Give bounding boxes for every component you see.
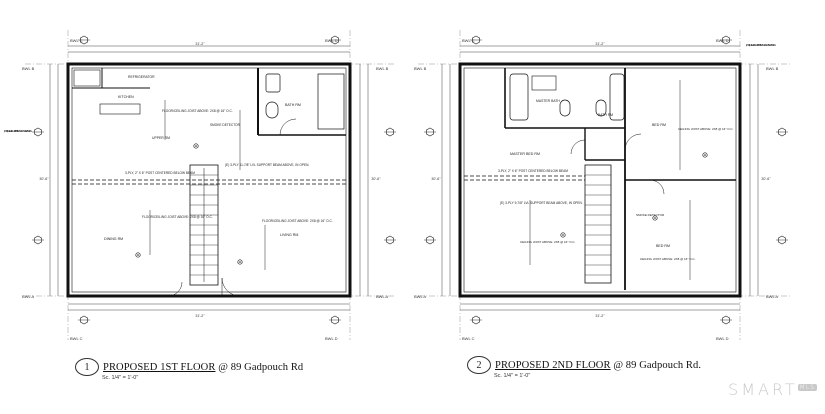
logo-text: SMART (728, 380, 798, 399)
label-living-rm: LIVING RM (280, 233, 298, 237)
label-bath-rm-2: BATH RM (598, 113, 613, 117)
grid-bwl-a-right-2: BWL A (766, 294, 778, 299)
dim-top-2: 31'-2" (595, 42, 605, 46)
grid-bwl-c-bottom: BWL C (70, 336, 83, 341)
grid-bwl-c-bottom-2: BWL C (462, 336, 475, 341)
label-kitchen: KITCHEN (118, 95, 134, 99)
logo-badge: MLS (797, 383, 817, 391)
dim-bottom: 31'-2" (195, 314, 205, 318)
note-wall-panels-left: (WC) FULL HEIGHT 24" W/ BRACED WALL PANE… (4, 129, 32, 133)
note-smoke-detector-2: SMOKE DETECTOR (636, 213, 665, 217)
plan-title-2-main: PROPOSED 2ND FLOOR (495, 359, 611, 371)
plan-number-1: 1 (75, 358, 99, 376)
grid-bwl-a-left: BWL A (22, 294, 34, 299)
note-post: 3-PLY, 2" X 6" POST CENTERED BELOW BEAM (125, 171, 195, 175)
plan-1st-floor: BWL C BWL D BWL B BWL B BWL A BWL A BWL … (4, 30, 397, 341)
grid-bwl-c-top: BWL C (70, 38, 83, 43)
note-joist-living: FLOOR/CEILING JOIST ABOVE: 2X8 @ 16" O.C… (262, 219, 333, 223)
note-ceiling-joist-1: CEILING JOIST ABOVE: 2X8 @ 16" O.C. (678, 127, 734, 131)
note-beam-lvl-2: (E) 3-PLY 9-7/8" LVL SUPPORT BEAM ABOVE,… (500, 201, 583, 205)
note-wall-panels-right: (WC) FULL HEIGHT 24" W/ BRACED WALL PANE… (746, 43, 776, 47)
plan-title-2: PROPOSED 2ND FLOOR @ 89 Gadpouch Rd. (495, 360, 701, 371)
label-upper-rm: UPPER RM (152, 136, 170, 140)
dim-left-2: 30'-6" (431, 177, 441, 181)
plan-number-2: 2 (467, 356, 491, 374)
plan-scale-2: Sc. 1/4" = 1'-0" (494, 373, 531, 379)
note-beam-lvl: (E) 3-PLY 11-7/8" LVL SUPPORT BEAM ABOVE… (225, 163, 309, 167)
label-bed-rm-2: BED RM (656, 244, 670, 248)
grid-bwl-a-right: BWL A (376, 294, 388, 299)
grid-bwl-b-left-2: BWL B (414, 66, 427, 71)
plan-title-2-address: @ 89 Gadpouch Rd. (613, 359, 702, 371)
grid-bwl-a-left-2: BWL A (414, 294, 426, 299)
label-dining-rm: DINING RM (104, 237, 123, 241)
label-master-bath: MASTER BATH (536, 99, 560, 103)
note-floor-joist: FLOOR/CEILING JOIST ABOVE: 2X8 @ 16" O.C… (162, 109, 233, 113)
plan-2nd-floor: BWL C BWL D BWL B BWL B BWL A BWL A BWL … (414, 30, 790, 341)
note-joist-dining: FLOOR/CEILING JOIST ABOVE: 2X8 @ 16" O.C… (142, 215, 213, 219)
dim-right-2: 30'-6" (761, 177, 771, 181)
dim-right: 30'-6" (371, 177, 381, 181)
grid-bwl-d-bottom: BWL D (325, 336, 338, 341)
label-bath-rm: BATH RM (285, 103, 301, 107)
note-ceiling-joist-2: CEILING JOIST ABOVE: 2X8 @ 16" O.C. (520, 240, 576, 244)
dim-top: 31'-2" (195, 42, 205, 46)
title-block-1: 1 PROPOSED 1ST FLOOR @ 89 Gadpouch Rd (75, 358, 303, 376)
note-post-2: 3-PLY, 2" X 6" POST CENTERED BELOW BEAM (498, 169, 568, 173)
label-refrigerator: REFRIGERATOR (128, 75, 155, 79)
note-ceiling-joist-3: CEILING JOIST ABOVE: 2X8 @ 16" O.C. (640, 257, 696, 261)
grid-bwl-d-top-2: BWL D (716, 38, 729, 43)
plan-title-1: PROPOSED 1ST FLOOR @ 89 Gadpouch Rd (103, 362, 303, 373)
label-master-bed-rm: MASTER BED RM (510, 152, 540, 156)
grid-bwl-b-right: BWL B (376, 66, 389, 71)
dim-left: 30'-6" (39, 177, 49, 181)
grid-bwl-b-right-2: BWL B (766, 66, 779, 71)
grid-bwl-c-top-2: BWL C (462, 38, 475, 43)
plan-scale-1: Sc. 1/4" = 1'-0" (102, 375, 139, 381)
grid-bwl-d-top: BWL D (325, 38, 338, 43)
plan-title-1-main: PROPOSED 1ST FLOOR (103, 361, 216, 373)
grid-bwl-d-bottom-2: BWL D (716, 336, 729, 341)
plan-title-1-address: @ 89 Gadpouch Rd (218, 361, 304, 373)
label-bed-rm-1: BED RM (652, 123, 666, 127)
dim-bottom-2: 31'-2" (595, 314, 605, 318)
grid-bwl-b-left: BWL B (22, 66, 35, 71)
title-block-2: 2 PROPOSED 2ND FLOOR @ 89 Gadpouch Rd. (467, 356, 701, 374)
note-smoke-detector: SMOKE DETECTOR (210, 123, 241, 127)
